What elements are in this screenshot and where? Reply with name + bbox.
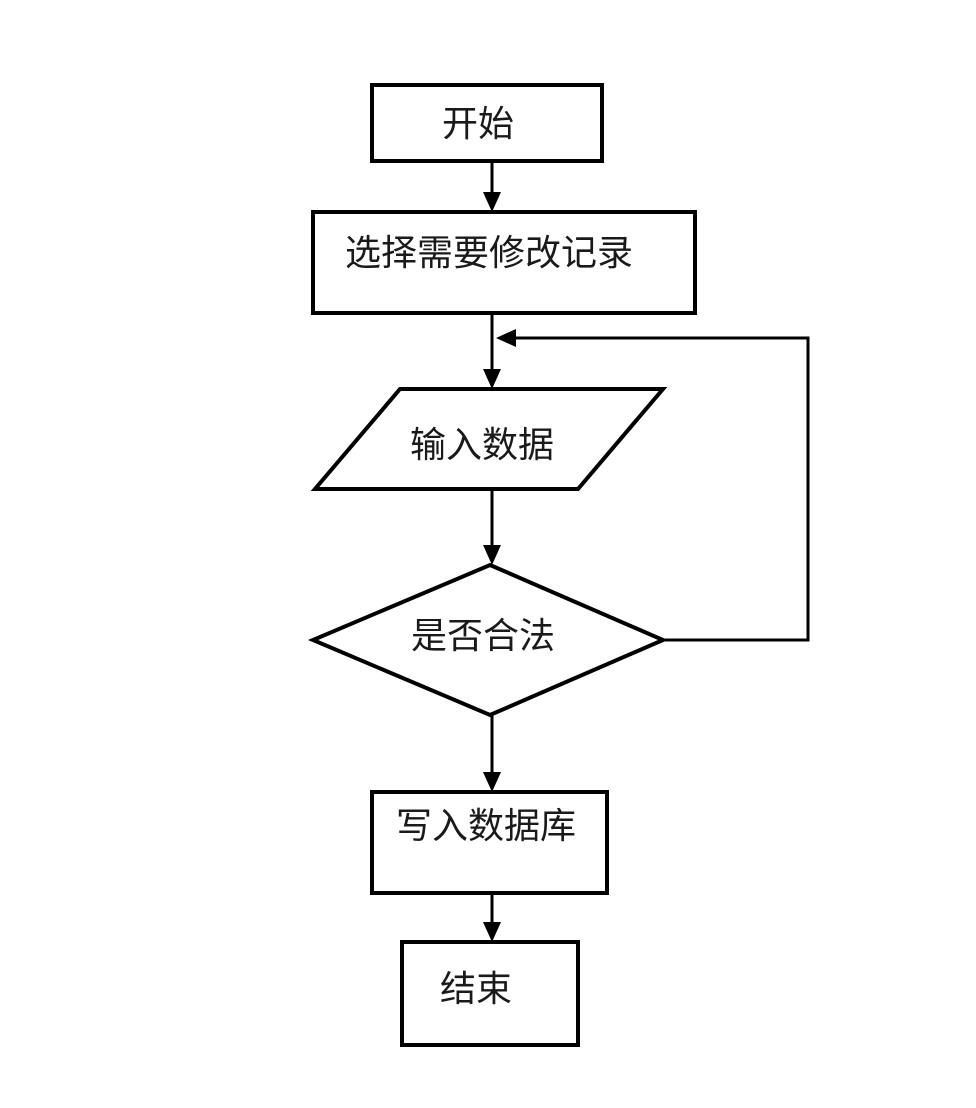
flow-node-valid-decision-label: 是否合法 [411, 616, 555, 656]
edge-valid-loopback-to-input [496, 329, 810, 642]
flow-node-write-db-label: 写入数据库 [396, 806, 576, 846]
flow-node-start-label: 开始 [442, 104, 514, 144]
flow-node-valid-decision: 是否合法 [307, 562, 669, 718]
edge-select-to-input [483, 313, 501, 389]
arrowhead-down-icon [483, 545, 501, 565]
flow-node-select-record: 选择需要修改记录 [311, 210, 697, 315]
arrowhead-down-icon [483, 192, 501, 212]
arrowhead-down-icon [483, 922, 501, 942]
arrowhead-left-icon [496, 329, 516, 347]
flow-node-select-record-label: 选择需要修改记录 [345, 233, 633, 273]
edge-input-to-valid [483, 489, 501, 565]
flow-node-end-label: 结束 [440, 969, 512, 1009]
flow-node-start: 开始 [370, 83, 604, 163]
flow-node-end: 结束 [400, 940, 580, 1047]
edge-valid-to-write [483, 715, 501, 792]
arrowhead-down-icon [483, 772, 501, 792]
flow-node-write-db: 写入数据库 [370, 790, 609, 895]
flow-node-input-data: 输入数据 [310, 387, 668, 491]
arrowhead-down-icon [483, 369, 501, 389]
flow-node-input-data-label: 输入数据 [410, 425, 554, 465]
edge-write-to-end [483, 893, 501, 942]
edge-start-to-select [483, 161, 501, 212]
